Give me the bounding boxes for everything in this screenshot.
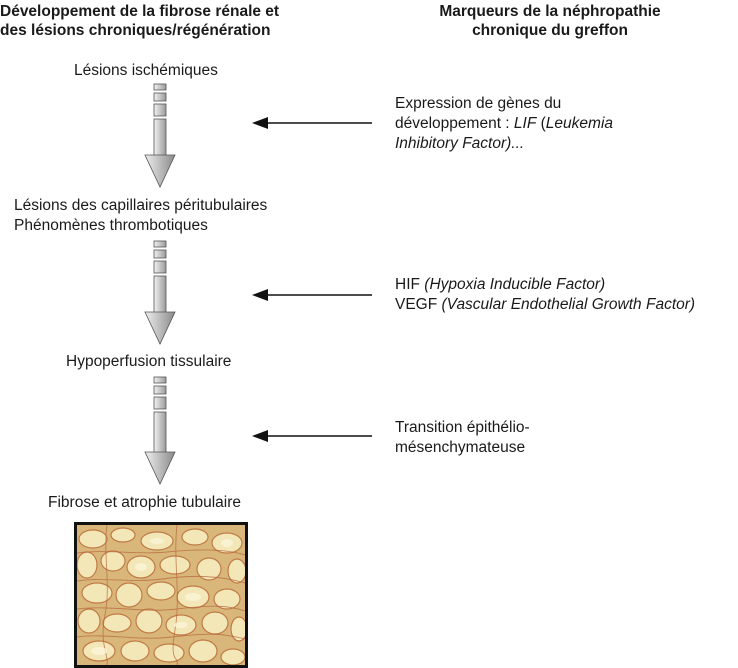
marker-hif-vegf: HIF (Hypoxia Inducible Factor) VEGF (Vas… [395,275,695,315]
marker-1-line1: Expression de gènes du [395,95,562,112]
stage-fibrosis: Fibrose et atrophie tubulaire [48,493,241,513]
marker-arrow-1 [252,117,372,129]
marker-2-line2: VEGF (Vascular Endothelial Growth Factor… [395,296,696,313]
stage-2-label-line2: Phénomènes thrombotiques [14,217,208,234]
marker-emt: Transition épithélio- mésenchymateuse [395,418,530,458]
left-column-header: Développement de la fibrose rénale et de… [0,2,330,40]
marker-1-line3: Inhibitory Factor)... [395,135,525,152]
marker-3-line2: mésenchymateuse [395,439,526,456]
right-header-line1: Marqueurs de la néphropathie [439,3,661,20]
marker-2-line1: HIF (Hypoxia Inducible Factor) [395,276,606,293]
marker-1-line2: développement : LIF (Leukemia [395,115,614,132]
stage-4-label: Fibrose et atrophie tubulaire [48,494,242,511]
right-column-header: Marqueurs de la néphropathie chronique d… [380,2,720,40]
stage-3-label: Hypoperfusion tissulaire [66,353,232,370]
marker-3-line1: Transition épithélio- [395,419,530,436]
stage-2-label-line1: Lésions des capillaires péritubulaires [14,197,268,214]
marker-arrow-3 [252,430,372,442]
stage-1-label: Lésions ischémiques [74,62,218,79]
down-arrow-1 [144,83,176,188]
marker-lif: Expression de gènes du développement : L… [395,94,613,154]
left-header-line1: Développement de la fibrose rénale et [0,3,280,20]
down-arrow-3 [144,376,176,485]
histology-image [74,522,248,668]
right-header-line2: chronique du greffon [472,22,628,39]
left-header-line2: des lésions chroniques/régénération [0,22,271,39]
stage-hypoperfusion: Hypoperfusion tissulaire [66,352,231,372]
marker-arrow-2 [252,289,372,301]
stage-capillary-lesions: Lésions des capillaires péritubulaires P… [14,196,267,236]
tissue-texture [77,525,245,665]
stage-ischemic-lesions: Lésions ischémiques [74,61,218,81]
down-arrow-2 [144,240,176,345]
